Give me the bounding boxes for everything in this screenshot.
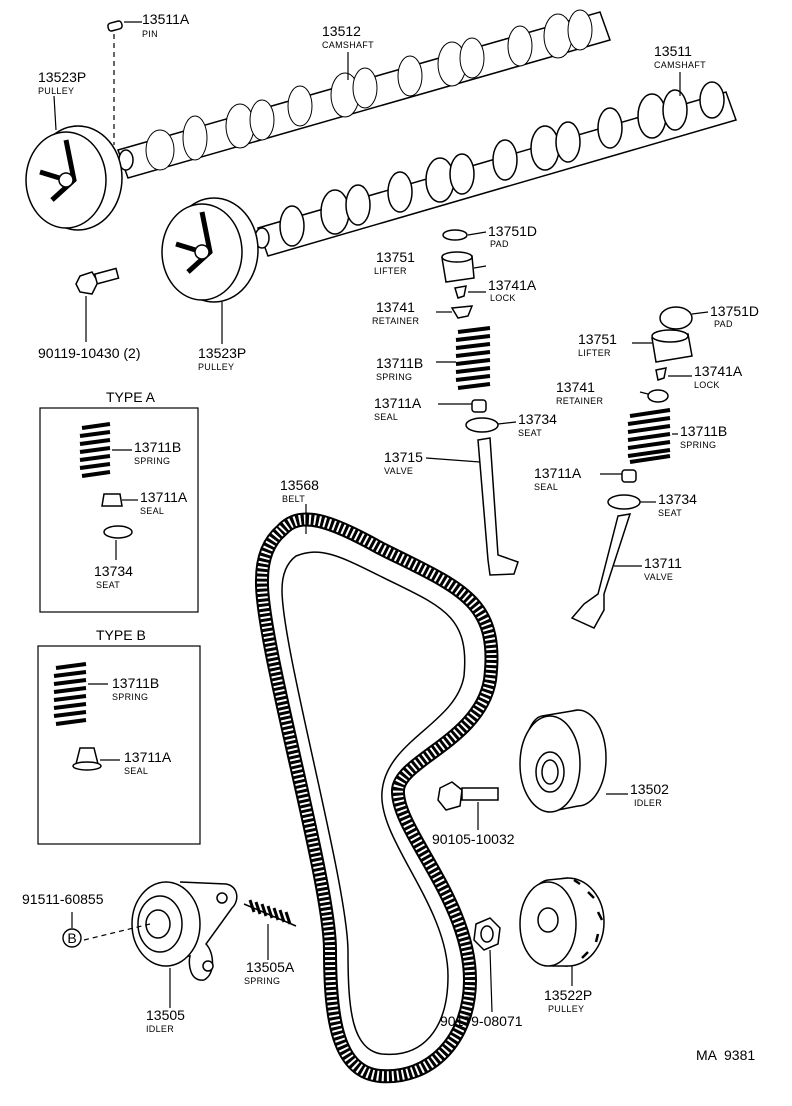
label-13751d-a-name: PAD <box>490 239 509 249</box>
type-a-spring-name: SPRING <box>134 456 170 466</box>
label-13505-name: IDLER <box>146 1024 174 1034</box>
idler-13502 <box>519 709 628 813</box>
nut-90179-08071 <box>473 917 501 1013</box>
pulley-13523p-upper <box>25 125 123 231</box>
marker-b-circle <box>62 928 82 948</box>
spring-13505a <box>243 899 297 960</box>
spring-coils-b <box>627 408 671 464</box>
type-a-seal-number: 13711A <box>140 489 188 505</box>
label-13734-b-number: 13734 <box>658 491 697 507</box>
spring-coils-a <box>455 326 491 390</box>
type-a-seat-icon <box>103 525 133 539</box>
label-13734-a-number: 13734 <box>518 411 557 427</box>
label-13523p-bottom-number: 13523P <box>198 345 246 361</box>
label-13741a-a-name: LOCK <box>490 293 516 303</box>
label-13715-name: VALVE <box>384 466 413 476</box>
label-13711a-a-name: SEAL <box>374 412 398 422</box>
bolt-91511-60855 <box>71 912 151 941</box>
label-13512-number: 13512 <box>322 23 361 39</box>
label-13511-name: CAMSHAFT <box>654 60 706 70</box>
type-a-title: TYPE A <box>106 389 156 405</box>
bolt-90119-10430 <box>75 267 120 342</box>
type-a-box <box>39 407 199 613</box>
label-13741a-a-number: 13741A <box>488 277 537 293</box>
label-13523p-top-number: 13523P <box>38 69 86 85</box>
label-13751d-b-name: PAD <box>714 319 733 329</box>
label-13715-number: 13715 <box>384 449 423 465</box>
type-b-box <box>37 645 201 845</box>
label-13741-a-number: 13741 <box>376 299 415 315</box>
label-90119-number: 90119-10430 (2) <box>38 345 140 361</box>
label-13711a-b-number: 13711A <box>534 465 582 481</box>
type-a-spring-icon <box>79 422 111 478</box>
label-13741a-b-name: LOCK <box>694 380 720 390</box>
label-13751d-a-number: 13751D <box>488 223 537 239</box>
label-13511a-name: PIN <box>142 29 158 39</box>
label-13734-b-name: SEAT <box>658 508 682 518</box>
marker-b-letter: B <box>67 930 76 946</box>
footer-code: MA 9381 <box>696 1047 755 1063</box>
label-13751-a-name: LIFTER <box>374 266 407 276</box>
leader-13523p-top <box>53 95 57 131</box>
type-a-seat-number: 13734 <box>94 563 133 579</box>
label-13523p-top-name: PULLEY <box>38 86 74 96</box>
type-b-spring-icon <box>53 662 87 726</box>
label-13523p-bottom-name: PULLEY <box>198 362 234 372</box>
label-13522p-name: PULLEY <box>548 1004 584 1014</box>
label-13522p-number: 13522P <box>544 987 592 1003</box>
label-13711-name: VALVE <box>644 572 673 582</box>
valve-train-b <box>570 306 709 629</box>
label-13505-number: 13505 <box>146 1007 185 1023</box>
type-b-seal-name: SEAL <box>124 766 148 776</box>
label-13751d-b-number: 13751D <box>710 303 759 319</box>
bolt-90105-10032 <box>437 781 499 830</box>
label-13502-name: IDLER <box>634 798 662 808</box>
type-b-spring-name: SPRING <box>112 692 148 702</box>
type-b-spring-number: 13711B <box>112 675 159 691</box>
label-13711a-b-name: SEAL <box>534 482 558 492</box>
idler-13505 <box>131 881 238 1008</box>
label-13568-number: 13568 <box>280 477 319 493</box>
label-13741-b-name: RETAINER <box>556 396 603 406</box>
pulley-13522p <box>519 877 605 986</box>
label-13511a-number: 13511A <box>142 11 190 27</box>
pin-13511a <box>107 20 142 145</box>
label-13511-number: 13511 <box>654 43 692 59</box>
label-13711b-b-number: 13711B <box>680 423 727 439</box>
label-90105-number: 90105-10032 <box>432 831 515 847</box>
label-13711-number: 13711 <box>644 555 682 571</box>
label-13734-a-name: SEAT <box>518 428 542 438</box>
label-13741-a-name: RETAINER <box>372 316 419 326</box>
type-a-seat-name: SEAT <box>96 580 120 590</box>
label-13711b-b-name: SPRING <box>680 440 716 450</box>
label-13505a-number: 13505A <box>246 959 295 975</box>
label-13711b-a-number: 13711B <box>376 355 423 371</box>
type-b-seal-number: 13711A <box>124 749 172 765</box>
label-13568-name: BELT <box>282 494 305 504</box>
label-13751-b-name: LIFTER <box>578 348 611 358</box>
type-b-title: TYPE B <box>96 627 146 643</box>
label-13741a-b-number: 13741A <box>694 363 743 379</box>
label-13751-b-number: 13751 <box>578 331 617 347</box>
label-13505a-name: SPRING <box>244 976 280 986</box>
type-a-seal-name: SEAL <box>140 506 164 516</box>
label-91511-number: 91511-60855 <box>22 891 104 907</box>
label-13502-number: 13502 <box>630 781 669 797</box>
valve-train-a <box>425 229 519 576</box>
camshaft-13512 <box>117 9 611 179</box>
label-90179-number: 90179-08071 <box>440 1013 523 1029</box>
label-13751-a-number: 13751 <box>376 249 415 265</box>
label-13711b-a-name: SPRING <box>376 372 412 382</box>
label-13512-name: CAMSHAFT <box>322 40 374 50</box>
label-13741-b-number: 13741 <box>556 379 595 395</box>
camshaft-13511 <box>254 81 737 257</box>
timing-belt-13568 <box>254 504 499 1084</box>
pulley-13523p-lower <box>161 197 259 303</box>
type-a-seal-icon <box>101 493 123 507</box>
label-13711a-a-number: 13711A <box>374 395 422 411</box>
type-a-spring-number: 13711B <box>134 439 181 455</box>
